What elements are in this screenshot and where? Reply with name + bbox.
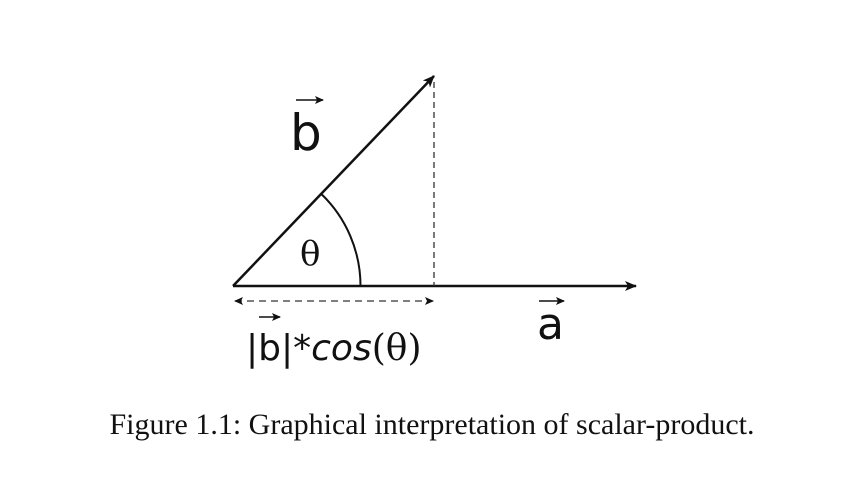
projection-right-bar-asterisk: |* bbox=[281, 328, 311, 369]
angle-arc bbox=[320, 193, 362, 287]
angle-theta-label: θ bbox=[300, 234, 320, 274]
projection-cos: cos bbox=[311, 328, 372, 369]
projection-theta-arg: (θ) bbox=[372, 328, 422, 369]
vector-b-arrow bbox=[232, 75, 435, 287]
vector-a-label-text: a bbox=[537, 299, 564, 350]
vector-b-label: b bbox=[290, 96, 324, 162]
projection-formula-text: |b|*cos(θ) bbox=[246, 328, 421, 369]
vector-a-label: a bbox=[537, 297, 565, 350]
projection-left-bar: | bbox=[246, 328, 258, 369]
vector-b-label-text: b bbox=[290, 104, 322, 162]
figure-caption: Figure 1.1: Graphical interpretation of … bbox=[109, 408, 755, 441]
projection-formula: |b|*cos(θ) bbox=[246, 313, 421, 369]
projection-vector-b: b bbox=[258, 328, 281, 369]
